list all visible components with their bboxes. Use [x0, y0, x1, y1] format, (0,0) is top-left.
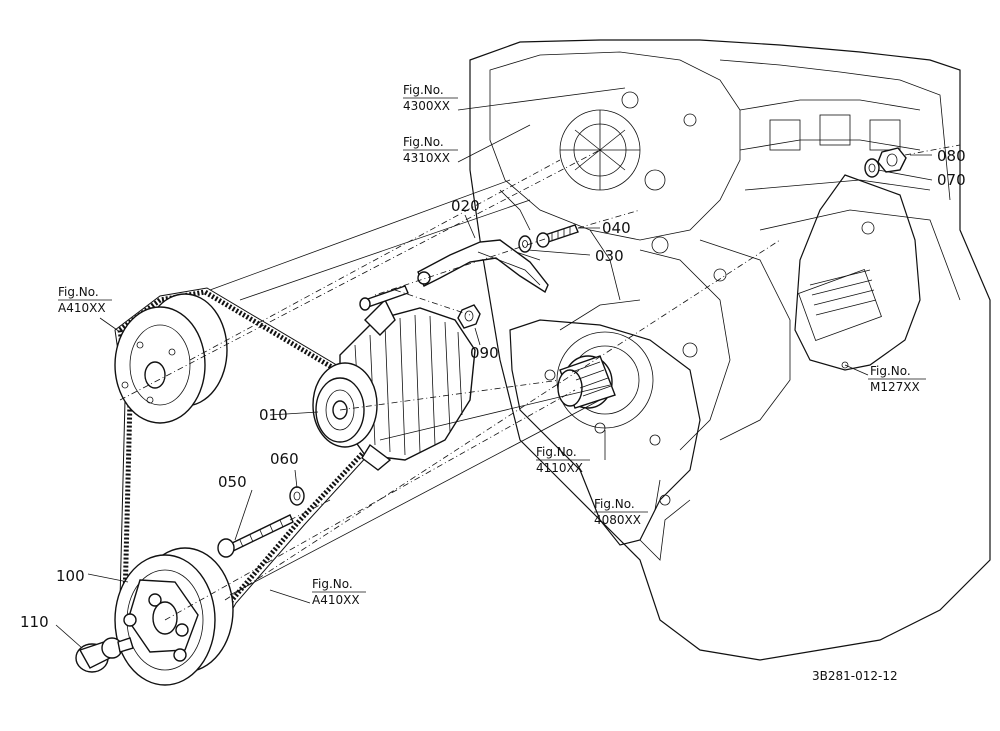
fig-ref-number: A410XX — [58, 301, 106, 315]
fig-ref-prefix: Fig.No. — [594, 497, 635, 511]
fig-ref-prefix: Fig.No. — [312, 577, 353, 591]
callout-100: 100 — [56, 567, 85, 585]
callout-080: 080 — [937, 147, 966, 165]
leader-lines — [55, 87, 933, 649]
bolt-110 — [75, 637, 134, 673]
fig-ref-a410-top: Fig.No. A410XX — [58, 285, 112, 315]
fig-ref-number: 4110XX — [536, 461, 583, 475]
fig-ref-number: A410XX — [312, 593, 360, 607]
engine-block — [469, 39, 991, 661]
fig-ref-prefix: Fig.No. — [58, 285, 99, 299]
callout-020: 020 — [451, 197, 480, 215]
callout-050: 050 — [218, 473, 247, 491]
fig-ref-number: M127XX — [870, 380, 920, 394]
crank-shaft-spline — [557, 355, 616, 409]
fig-ref-number: 4300XX — [403, 99, 450, 113]
fig-ref-prefix: Fig.No. — [403, 135, 444, 149]
callout-040: 040 — [602, 219, 631, 237]
fan-pulley — [114, 293, 228, 424]
callout-030: 030 — [595, 247, 624, 265]
fig-ref-4110: Fig.No. 4110XX — [536, 445, 590, 475]
drawing-code: 3B281-012-12 — [812, 669, 898, 683]
crank-pulley-100 — [114, 547, 234, 686]
washer-070 — [864, 158, 880, 178]
nut-080 — [877, 147, 907, 173]
bracket-bolt — [359, 285, 409, 311]
washer-060 — [289, 486, 305, 506]
alternator-010 — [312, 298, 476, 471]
fig-ref-4080: Fig.No. 4080XX — [594, 497, 648, 527]
fig-ref-4310: Fig.No. 4310XX — [403, 135, 458, 165]
bolt-050 — [217, 514, 294, 558]
figure-references: Fig.No. 4300XX Fig.No. 4310XX Fig.No. A4… — [58, 83, 926, 607]
adjusting-bracket-020 — [417, 239, 549, 294]
callout-labels: 010 020 030 040 050 060 070 080 090 100 … — [20, 147, 966, 631]
fig-ref-m127: Fig.No. M127XX — [868, 364, 926, 394]
nut-090 — [457, 304, 481, 329]
callout-090: 090 — [470, 344, 499, 362]
callout-060: 060 — [270, 450, 299, 468]
fig-ref-number: 4310XX — [403, 151, 450, 165]
fig-ref-prefix: Fig.No. — [536, 445, 577, 459]
fig-ref-number: 4080XX — [594, 513, 641, 527]
fig-ref-prefix: Fig.No. — [403, 83, 444, 97]
fig-ref-prefix: Fig.No. — [870, 364, 911, 378]
bolt-040 — [536, 224, 579, 248]
assembly-center-lines — [119, 144, 961, 621]
callout-110: 110 — [20, 613, 49, 631]
fan-belt — [114, 287, 381, 673]
callout-010: 010 — [259, 406, 288, 424]
fig-ref-4300: Fig.No. 4300XX — [403, 83, 458, 113]
fig-ref-a410-bottom: Fig.No. A410XX — [312, 577, 366, 607]
callout-070: 070 — [937, 171, 966, 189]
